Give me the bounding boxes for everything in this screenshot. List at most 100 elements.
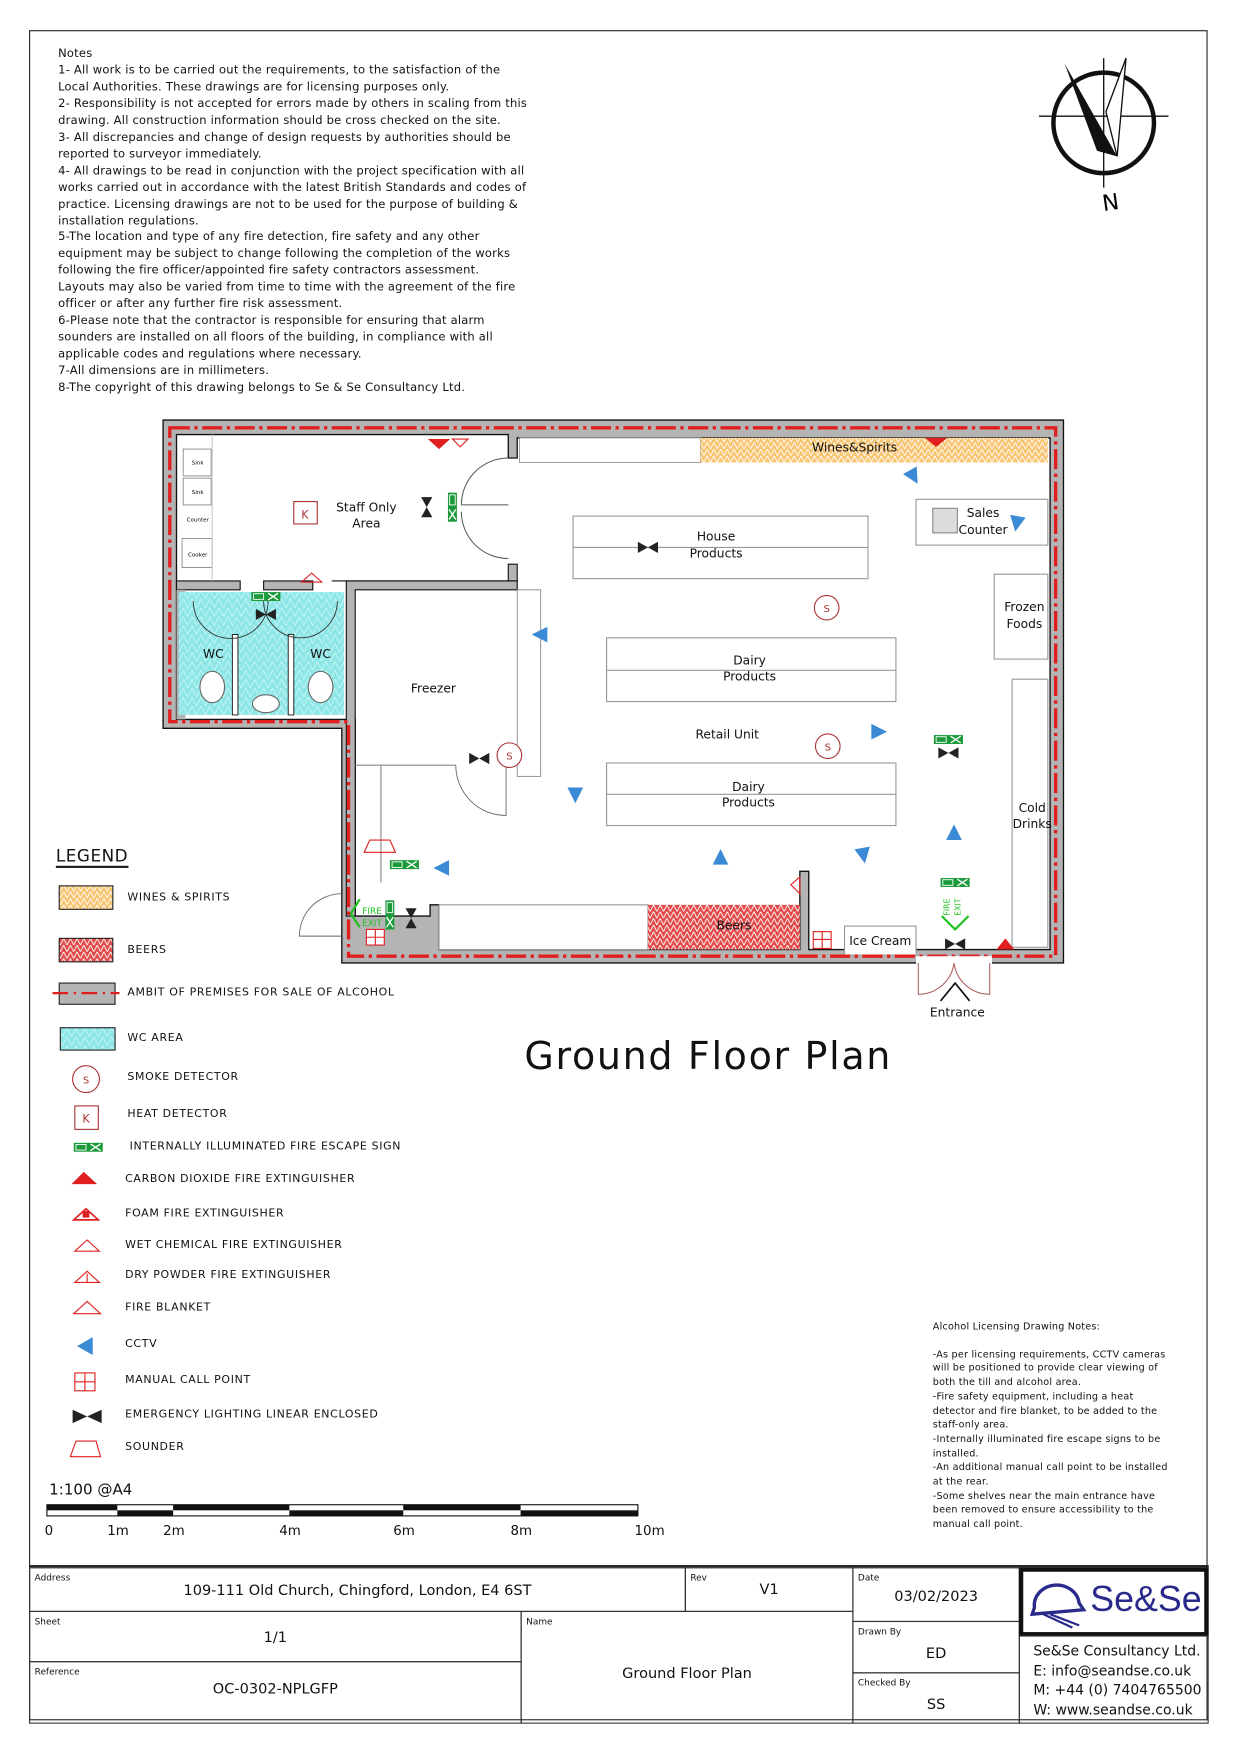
beers-area: [647, 904, 800, 950]
sink-label: Sink: [192, 490, 205, 496]
fire-blanket-icon: [72, 1300, 102, 1315]
legend-item: CCTV: [125, 1338, 158, 1351]
cold-drinks-label: Drinks: [1013, 817, 1052, 831]
shelf-label: Products: [722, 796, 775, 810]
legend-item: EMERGENCY LIGHTING LINEAR ENCLOSED: [125, 1408, 379, 1421]
sounder-icon: [363, 839, 397, 853]
shelf-label: Products: [723, 669, 776, 683]
co2-extinguisher-icon: [427, 439, 451, 450]
legend-item: SMOKE DETECTOR: [127, 1071, 239, 1084]
smoke-detector-symbol: S: [823, 604, 829, 615]
smoke-detector-icon: [496, 742, 523, 769]
sink-label: Sink: [192, 461, 205, 467]
heat-detector-symbol: K: [82, 1113, 90, 1126]
sheet-value: 1/1: [263, 1629, 288, 1647]
double-door: [460, 457, 509, 560]
fire-escape-sign-icon: [250, 591, 282, 602]
note-line: 8-The copyright of this drawing belongs …: [58, 381, 466, 395]
legend-item: BEERS: [127, 943, 167, 957]
legend-item: MANUAL CALL POINT: [125, 1374, 251, 1387]
cold-drinks-unit: [1011, 678, 1049, 948]
scale-tick-label: 2m: [163, 1522, 185, 1539]
north-label: N: [1101, 189, 1121, 217]
wc-label: WC: [203, 647, 224, 661]
note-line: -An additional manual call point to be i…: [932, 1462, 1168, 1474]
logo-text: Se&Se: [1090, 1578, 1202, 1619]
rev-value: V1: [759, 1581, 779, 1599]
counter-label: Counter: [187, 518, 210, 524]
staff-only-area: Sink Sink Counter Cooker K Staff Only Ar…: [181, 434, 509, 583]
fire-escape-sign-icon: [384, 899, 396, 931]
company-website: W: www.seandse.co.uk: [1033, 1700, 1193, 1718]
sheet-border: [29, 30, 1208, 1721]
fire-escape-sign-icon: [389, 859, 420, 870]
address-value: 109-111 Old Church, Chingford, London, E…: [183, 1582, 532, 1600]
note-line: 6-Please note that the contractor is res…: [58, 314, 485, 328]
scale-tick-label: 1m: [107, 1522, 129, 1539]
name-caption: Name: [526, 1616, 553, 1627]
note-line: 7-All dimensions are in millimeters.: [58, 364, 270, 378]
note-line: both the till and alcohol area.: [932, 1377, 1082, 1389]
cold-drinks-label: Cold: [1019, 801, 1046, 815]
scale-tick-label: 6m: [393, 1522, 415, 1539]
wines-spirits-area: [700, 437, 1048, 463]
legend-item: AMBIT OF PREMISES FOR SALE OF ALCOHOL: [127, 986, 395, 999]
fire-escape-sign-icon: [933, 734, 964, 745]
note-line: -Fire safety equipment, including a heat: [932, 1391, 1134, 1403]
drawing-title: Ground Floor Plan: [524, 1034, 893, 1080]
room-label-retail-unit: Retail Unit: [695, 727, 759, 741]
ambit-of-premises-line: [168, 426, 1058, 958]
reference-cell: Reference OC-0302-NPLGFP: [29, 1661, 522, 1724]
cooker-label: Cooker: [188, 552, 208, 558]
fire-escape-sign-icon: [939, 877, 971, 888]
note-line: will be positioned to provide clear view…: [932, 1363, 1158, 1375]
drawn-by-caption: Drawn By: [857, 1626, 902, 1637]
rev-caption: Rev: [690, 1572, 707, 1583]
fire-exit-text: FIRE: [362, 907, 382, 917]
rev-cell: Rev V1: [684, 1567, 854, 1612]
emergency-light-icon: [72, 1409, 102, 1424]
legend-item: WINES & SPIRITS: [127, 891, 231, 904]
note-line: 4- All drawings to be read in conjunctio…: [58, 163, 525, 178]
checked-by-value: SS: [926, 1696, 946, 1714]
smoke-detector-symbol: S: [825, 743, 831, 754]
notes-title: Notes: [58, 46, 93, 61]
alcohol-licensing-notes: Alcohol Licensing Drawing Notes: -As per…: [933, 1320, 1168, 1532]
heat-detector-icon: [74, 1105, 99, 1130]
entrance-arrow-icon: [939, 981, 971, 1002]
legend-item: WET CHEMICAL FIRE EXTINGUISHER: [125, 1238, 343, 1252]
heat-detector-symbol: K: [301, 508, 309, 521]
drawn-by-value: ED: [925, 1645, 947, 1663]
note-line: Layouts may also be varied from time to …: [58, 280, 516, 295]
note-line: staff-only area.: [932, 1420, 1009, 1432]
note-line: manual call point.: [932, 1519, 1023, 1531]
date-value: 03/02/2023: [894, 1588, 978, 1606]
beers-label: Beers: [716, 918, 751, 932]
dry-powder-extinguisher-icon: [790, 875, 801, 896]
till-icon: [932, 507, 958, 534]
scale-bar: [46, 1504, 639, 1517]
title-block: Address 109-111 Old Church, Chingford, L…: [29, 1565, 1209, 1724]
co2-extinguisher-icon: [924, 437, 948, 447]
smoke-detector-icon: [72, 1065, 100, 1094]
north-arrow-compass: N: [1038, 57, 1169, 217]
reference-caption: Reference: [34, 1666, 80, 1677]
legend-symbols: S K: [52, 885, 120, 1458]
sales-counter-label: Sales: [967, 506, 1000, 520]
name-value: Ground Floor Plan: [622, 1665, 752, 1683]
note-line: 5-The location and type of any fire dete…: [58, 230, 480, 245]
note-line: officer or after any further fire risk a…: [58, 297, 343, 311]
legend-item: CARBON DIOXIDE FIRE EXTINGUISHER: [125, 1172, 356, 1186]
general-notes: Notes 1- All work is to be carried out t…: [58, 46, 527, 397]
shelf-label: Dairy: [733, 654, 766, 668]
note-line: reported to surveyor immediately.: [58, 147, 262, 161]
wet-chemical-extinguisher-icon: [451, 438, 470, 448]
fire-exit-text: EXIT: [362, 919, 382, 929]
wc-area: WC WC: [178, 591, 345, 716]
ice-cream-label: Ice Cream: [849, 934, 911, 948]
legend-item: DRY POWDER FIRE EXTINGUISHER: [125, 1269, 332, 1282]
rear-fire-exit: FIRE EXIT: [298, 839, 420, 946]
wc-area-swatch: [59, 1027, 116, 1051]
